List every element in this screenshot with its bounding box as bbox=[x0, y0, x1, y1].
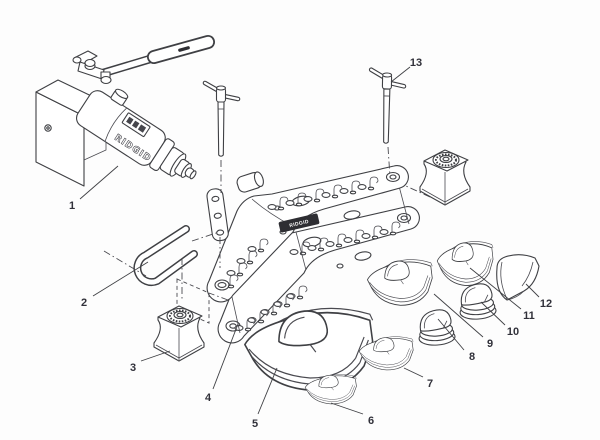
former-8 bbox=[416, 308, 457, 347]
pump-linkage bbox=[72, 50, 112, 85]
part-number-5: 5 bbox=[252, 418, 258, 430]
leader-line-6 bbox=[330, 402, 364, 415]
former-12 bbox=[496, 254, 540, 301]
frame-brand-label: RIDGID bbox=[278, 213, 320, 233]
frame-bottom-plate-details bbox=[225, 212, 412, 332]
cylinder-pivot-bracket bbox=[206, 171, 264, 242]
warning-label bbox=[121, 112, 151, 138]
part-number-6: 6 bbox=[368, 415, 374, 427]
frame-brand-text: RIDGID bbox=[289, 219, 310, 229]
frame-top-plate-details: RIDGID bbox=[214, 171, 401, 291]
part-number-1: 1 bbox=[69, 200, 75, 212]
leader-line-2 bbox=[92, 261, 149, 297]
former-11 bbox=[436, 241, 494, 287]
oil-cap bbox=[110, 88, 129, 106]
leader-line-11 bbox=[469, 267, 522, 310]
leader-line-13 bbox=[390, 66, 411, 83]
leader-line-1 bbox=[79, 165, 119, 200]
leader-line-10 bbox=[480, 301, 506, 326]
leader-line-4 bbox=[212, 323, 239, 390]
former-10 bbox=[457, 282, 498, 321]
frame-assembly: RIDGID bbox=[206, 165, 420, 344]
leader-line-9 bbox=[433, 293, 484, 338]
leader-line-7 bbox=[403, 367, 424, 378]
leader-line-3 bbox=[140, 350, 171, 362]
part-number-10: 10 bbox=[507, 326, 519, 338]
corner-support-left bbox=[153, 305, 205, 362]
u-pin bbox=[133, 225, 198, 287]
part-number-12: 12 bbox=[540, 298, 552, 310]
frame-pin-13 bbox=[370, 70, 404, 144]
hand-pump: RIDGID bbox=[35, 35, 215, 187]
pump-handle bbox=[95, 35, 215, 79]
part-number-13: 13 bbox=[410, 57, 422, 69]
part-number-4: 4 bbox=[205, 392, 212, 404]
part-number-7: 7 bbox=[427, 378, 433, 390]
leader-line-8 bbox=[437, 318, 465, 351]
part-number-3: 3 bbox=[130, 362, 136, 374]
leader-line-5 bbox=[257, 367, 278, 415]
frame-pin bbox=[205, 83, 238, 156]
leader-line-12 bbox=[525, 283, 540, 298]
part-number-2: 2 bbox=[81, 297, 87, 309]
part-number-9: 9 bbox=[487, 338, 493, 350]
corner-support-right bbox=[419, 149, 471, 206]
construction-lines bbox=[103, 146, 431, 324]
part-number-8: 8 bbox=[469, 351, 475, 363]
pump-cylinder: RIDGID bbox=[76, 88, 197, 180]
part-number-11: 11 bbox=[523, 310, 535, 322]
former-9 bbox=[366, 259, 433, 306]
